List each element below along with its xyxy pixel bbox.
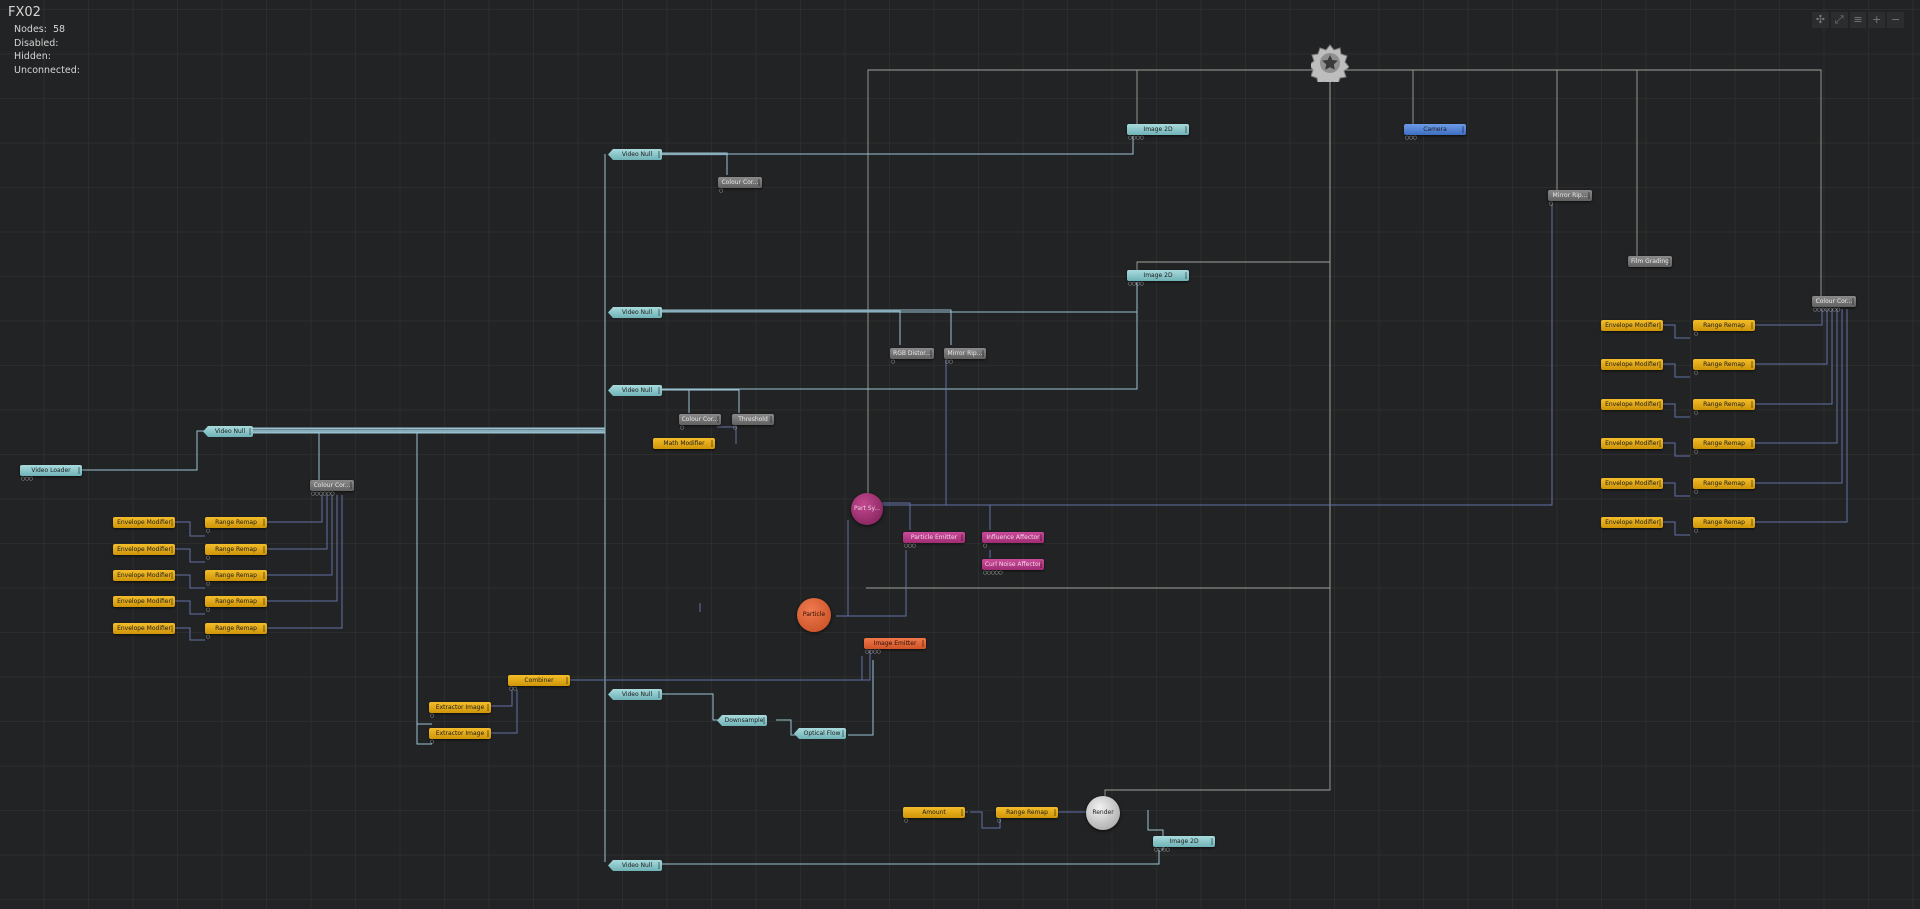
particle-node[interactable]: Particle	[797, 598, 831, 632]
envelope-modifier-node[interactable]: Envelope Modifier	[1601, 478, 1663, 489]
image-emitter-node[interactable]: Image Emitter○○○○	[864, 638, 926, 655]
mirror-ripple-node[interactable]: Mirror Rip...○○	[944, 348, 986, 365]
render-node[interactable]: Render	[1086, 796, 1120, 830]
influence-affector-node[interactable]: Influence Affector○	[982, 532, 1044, 549]
video-loader-node[interactable]: Video Loader○○○	[20, 465, 82, 482]
range-remap-node[interactable]: Range Remap○	[1693, 399, 1755, 416]
envelope-modifier-node[interactable]: Envelope Modifier	[1601, 517, 1663, 528]
fit-icon[interactable]: ⤢	[1830, 12, 1848, 28]
move-icon[interactable]: ✣	[1812, 12, 1829, 28]
particle-emitter-node[interactable]: Particle Emitter○○○	[903, 532, 965, 549]
video-null-node[interactable]: Video Null○○○	[608, 307, 662, 318]
image-2d-node[interactable]: Image 2D○○○○	[1127, 270, 1189, 287]
range-remap-node[interactable]: Range Remap○	[1693, 438, 1755, 455]
film-grading-node[interactable]: Film Grading	[1628, 256, 1672, 267]
range-remap-node[interactable]: Range Remap○	[205, 570, 267, 587]
optical-flow-node[interactable]: Optical Flow○○○	[794, 728, 846, 739]
unconnected-count-label: Unconnected:	[14, 64, 80, 76]
graph-navigation-toolbar: ✣ ⤢ ≡ + −	[1812, 12, 1904, 28]
image-2d-node[interactable]: Image 2D○○○○	[1127, 124, 1189, 141]
envelope-modifier-node[interactable]: Envelope Modifier	[113, 544, 175, 555]
image-2d-node[interactable]: Image 2D○○○○	[1153, 836, 1215, 853]
range-remap-node[interactable]: Range Remap○	[205, 517, 267, 534]
envelope-modifier-node[interactable]: Envelope Modifier	[1601, 438, 1663, 449]
hidden-count-label: Hidden:	[14, 51, 51, 62]
nodes-count-row: Nodes: 58	[14, 24, 66, 35]
amount-node[interactable]: Amount○	[903, 807, 965, 824]
align-icon[interactable]: ≡	[1849, 12, 1867, 28]
envelope-modifier-node[interactable]: Envelope Modifier	[1601, 399, 1663, 410]
envelope-modifier-node[interactable]: Envelope Modifier	[1601, 320, 1663, 331]
curl-noise-affector-node[interactable]: Curl Noise Affector○○○○○	[982, 559, 1044, 576]
downsample-node[interactable]: Downsample○	[717, 715, 767, 726]
range-remap-node[interactable]: Range Remap○	[205, 623, 267, 640]
gear-icon	[1311, 44, 1349, 82]
range-remap-node[interactable]: Range Remap○	[1693, 320, 1755, 337]
range-remap-node[interactable]: Range Remap○	[996, 807, 1058, 824]
zoom-in-icon[interactable]: +	[1868, 12, 1886, 28]
video-null-node[interactable]: Video Null○○○	[608, 689, 662, 700]
video-null-node[interactable]: Video Null○○○	[203, 426, 253, 437]
extractor-image-node[interactable]: Extractor Image○	[429, 728, 491, 745]
disabled-count-label: Disabled:	[14, 37, 59, 49]
video-null-node[interactable]: Video Null○○○	[608, 860, 662, 871]
colour-correction-node[interactable]: Colour Cor...○	[718, 177, 762, 194]
camera-node[interactable]: Camera○○○	[1404, 124, 1466, 141]
graph-title: FX02	[8, 5, 41, 20]
node-pins: ○○○	[21, 476, 33, 482]
envelope-modifier-node[interactable]: Envelope Modifier	[113, 517, 175, 528]
nodes-count: 58	[53, 24, 66, 35]
extractor-image-node[interactable]: Extractor Image○	[429, 702, 491, 719]
mirror-ripple-node[interactable]: Mirror Rip...○	[1548, 190, 1592, 207]
combiner-node[interactable]: Combiner○○	[508, 675, 570, 692]
colour-correction-node[interactable]: Colour Cor...○○○○○○○	[1812, 296, 1856, 313]
colour-correction-node[interactable]: Colour Cor...○	[679, 414, 721, 431]
range-remap-node[interactable]: Range Remap○	[205, 544, 267, 561]
root-settings-node[interactable]	[1311, 44, 1349, 82]
range-remap-node[interactable]: Range Remap○	[1693, 517, 1755, 534]
graph-info-panel: FX02 Nodes: 58 Disabled: Hidden: Unconne…	[8, 5, 80, 77]
range-remap-node[interactable]: Range Remap○	[1693, 359, 1755, 376]
video-null-node[interactable]: Video Null○○○	[608, 385, 662, 396]
video-null-node[interactable]: Video Null○○○	[608, 149, 662, 160]
particle-system-node[interactable]: Part Sy...	[851, 493, 883, 525]
threshold-node[interactable]: Threshold○	[732, 414, 774, 431]
range-remap-node[interactable]: Range Remap○	[205, 596, 267, 613]
envelope-modifier-node[interactable]: Envelope Modifier	[113, 570, 175, 581]
envelope-modifier-node[interactable]: Envelope Modifier	[1601, 359, 1663, 370]
rgb-distort-node[interactable]: RGB Distor...○	[890, 348, 934, 365]
envelope-modifier-node[interactable]: Envelope Modifier	[113, 596, 175, 607]
zoom-out-icon[interactable]: −	[1887, 12, 1904, 28]
envelope-modifier-node[interactable]: Envelope Modifier	[113, 623, 175, 634]
range-remap-node[interactable]: Range Remap○	[1693, 478, 1755, 495]
colour-correction-node[interactable]: Colour Cor...○○○○○○	[310, 480, 354, 497]
math-modifier-node[interactable]: Math Modifier	[653, 438, 715, 449]
